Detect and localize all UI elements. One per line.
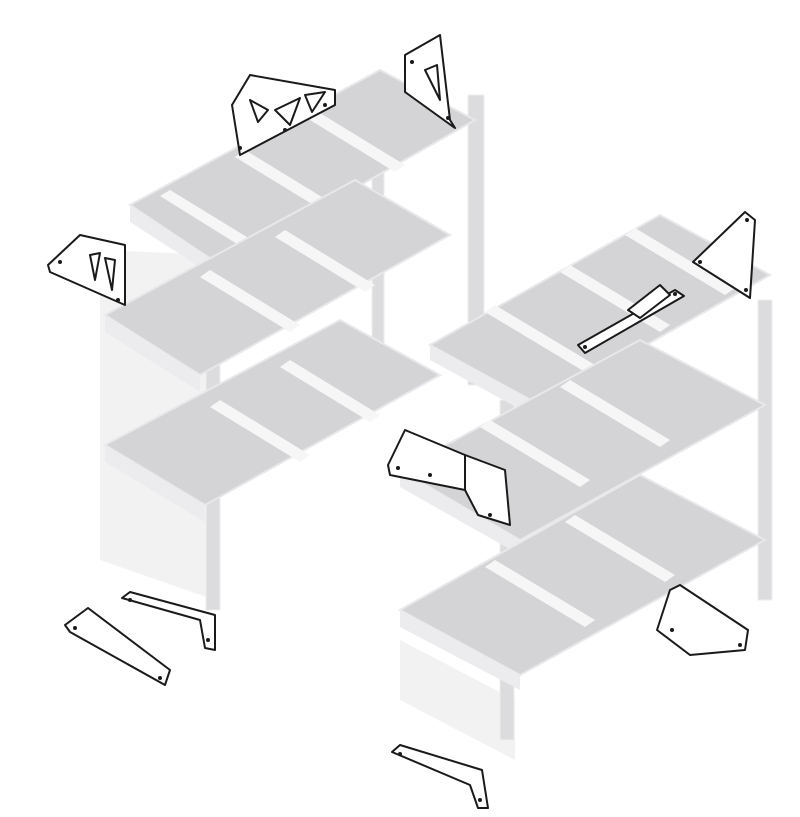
- left-bottom-shelf-lip: [105, 445, 205, 522]
- right-top-shelf-divider: [485, 305, 595, 372]
- right-bottom-shelf: [397, 473, 768, 677]
- right-top-shelf-lip: [430, 345, 540, 420]
- bracket-bottom-left-rail: [64, 607, 171, 686]
- right-middle-shelf-lip: [400, 470, 520, 555]
- bracket-left-side: [47, 234, 126, 306]
- bracket-right-top-triangle: [692, 211, 756, 299]
- bracket-top-triangle: [404, 34, 456, 129]
- bracket-bottom-left-angle: [121, 591, 216, 651]
- right-bottom-shelf-divider: [565, 515, 675, 582]
- left-top-shelf-divider: [305, 110, 405, 172]
- right-middle-shelf-divider: [560, 380, 670, 447]
- left-top-shelf-divider: [235, 150, 335, 212]
- right-unit-rear-post: [757, 299, 773, 601]
- left-top-shelf-divider: [160, 190, 260, 252]
- left-shelving-unit: [100, 68, 485, 611]
- left-top-shelf-lip: [130, 205, 220, 280]
- left-middle-shelf-lip: [105, 315, 200, 392]
- left-middle-shelf-divider: [200, 270, 300, 332]
- left-middle-shelf-divider: [275, 230, 375, 292]
- left-bottom-shelf-divider: [210, 400, 310, 462]
- bracket-right-rail: [577, 284, 685, 354]
- bracket-bottom-right-angle: [656, 584, 749, 656]
- bracket-top-trapezoid: [231, 74, 336, 156]
- bracket-center-gusset: [387, 429, 511, 526]
- left-bottom-shelf: [102, 318, 443, 507]
- right-bottom-shelf-lip: [400, 610, 520, 690]
- right-bottom-shelf-divider: [485, 560, 595, 627]
- bracket-bottom-center-angle: [391, 744, 489, 809]
- right-shelving-unit: [397, 213, 773, 760]
- right-middle-shelf-divider: [480, 420, 590, 487]
- left-bottom-shelf-divider: [280, 360, 380, 422]
- right-unit-end-panel: [400, 640, 515, 760]
- right-top-shelf-divider: [625, 228, 735, 295]
